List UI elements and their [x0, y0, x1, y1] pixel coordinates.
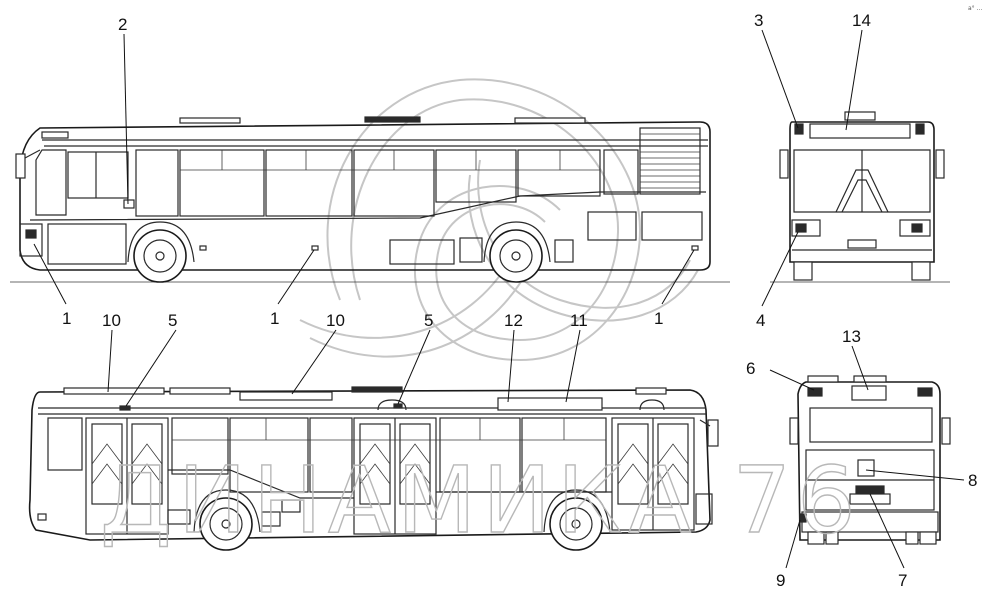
leader-7 — [869, 493, 905, 569]
callout-9: 9 — [776, 571, 785, 590]
front-outline — [789, 121, 935, 263]
bus-side-view-right — [28, 386, 719, 551]
callout-8: 8 — [968, 471, 977, 490]
callout-6: 6 — [746, 359, 755, 378]
leader-10b — [291, 329, 337, 395]
callout-7: 7 — [898, 571, 907, 590]
bus-rear-view — [789, 375, 951, 545]
corner-mark: a° ... — [968, 5, 982, 12]
leader-9 — [785, 519, 801, 569]
callout-4: 4 — [756, 311, 765, 330]
bus-front-view — [770, 111, 950, 283]
leader-lines — [33, 29, 965, 569]
leader-12 — [507, 329, 515, 403]
callout-13: 13 — [842, 327, 861, 346]
leader-11 — [565, 329, 581, 403]
callout-3: 3 — [754, 11, 763, 30]
leader-5b — [397, 329, 431, 405]
leader-5a — [125, 329, 177, 407]
leader-4 — [761, 231, 799, 307]
callout-11: 11 — [570, 311, 588, 330]
watermark-text: ДИНАМИКА 76 — [100, 447, 862, 554]
leader-1c — [661, 249, 695, 305]
leader-6 — [769, 369, 815, 391]
callout-1b: 1 — [270, 309, 279, 328]
bus-side-view-left — [10, 116, 730, 283]
leader-10a — [107, 329, 113, 393]
leader-14 — [845, 29, 863, 131]
leader-1a — [33, 243, 67, 305]
callout-10a: 10 — [102, 311, 121, 330]
callout-1a: 1 — [62, 309, 71, 328]
leader-8 — [865, 469, 965, 481]
callout-numbers: 2 3 14 1 1 1 4 10 5 10 5 12 11 13 6 8 9 … — [62, 11, 977, 590]
leader-3 — [761, 29, 799, 129]
callout-2: 2 — [118, 15, 127, 34]
callout-10b: 10 — [326, 311, 345, 330]
body-outline — [19, 121, 711, 271]
leader-2 — [123, 33, 129, 205]
callout-5a: 5 — [168, 311, 177, 330]
leader-13 — [851, 345, 869, 391]
callout-5b: 5 — [424, 311, 433, 330]
watermark-logo — [299, 78, 699, 362]
leader-1b — [277, 249, 315, 305]
callout-14: 14 — [852, 11, 871, 30]
callout-1c: 1 — [654, 309, 663, 328]
body-outline-right — [28, 389, 711, 541]
callout-12: 12 — [504, 311, 523, 330]
